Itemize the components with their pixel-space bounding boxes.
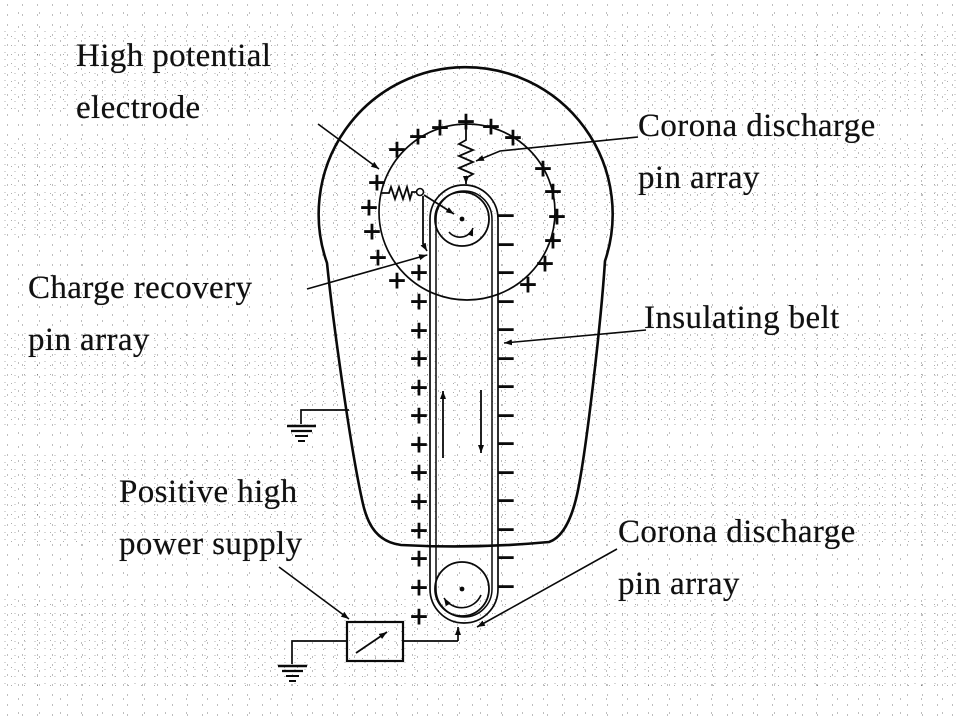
positive-charge-symbol: +	[409, 373, 430, 402]
label-line: Corona discharge	[618, 514, 856, 550]
leader-corona-bottom	[476, 548, 618, 628]
corona-resistor	[456, 124, 476, 184]
label-line: power supply	[119, 526, 303, 562]
positive-charge-symbol: +	[409, 401, 430, 430]
charge-recovery-pin-bar	[420, 196, 428, 252]
positive-charge-symbol: +	[518, 270, 539, 299]
negative-charge-symbol: −	[496, 458, 517, 487]
bottom-pulley	[434, 561, 490, 617]
positive-charge-symbol: +	[409, 602, 430, 631]
positive-charge-symbol: +	[503, 123, 524, 152]
label-corona-discharge-bottom: Corona discharge pin array	[618, 506, 856, 610]
top-pulley	[423, 191, 490, 247]
positive-charge-symbol: +	[547, 202, 568, 231]
negative-charge-symbol: −	[496, 372, 517, 401]
negative-charge-symbol: −	[496, 344, 517, 373]
negative-charge-symbol: −	[496, 429, 517, 458]
positive-charge-symbol: +	[409, 344, 430, 373]
positive-charge-symbol: +	[535, 249, 556, 278]
negative-charge-symbol: −	[496, 486, 517, 515]
recovery-pin-mount	[415, 187, 425, 197]
label-line: pin array	[618, 566, 740, 602]
positive-charge-symbol: +	[387, 266, 408, 295]
label-line: pin array	[638, 160, 760, 196]
positive-charge-symbol: +	[409, 287, 430, 316]
positive-charge-symbol: +	[456, 107, 477, 136]
positive-charge-symbol: +	[430, 113, 451, 142]
positive-charge-symbol: +	[409, 458, 430, 487]
ground-symbol-upper	[287, 409, 349, 442]
positive-charge-symbol: +	[409, 430, 430, 459]
positive-charge-symbol: +	[409, 573, 430, 602]
positive-charge-symbol: +	[368, 243, 389, 272]
label-charge-recovery: Charge recovery pin array	[28, 262, 252, 366]
high-potential-electrode-sphere	[378, 123, 556, 301]
label-line: Charge recovery	[28, 270, 253, 306]
label-high-potential-electrode: High potential electrode	[76, 30, 271, 134]
negative-charge-symbol: −	[496, 401, 517, 430]
insulating-belt-shape	[429, 184, 499, 624]
negative-charge-symbol: −	[496, 543, 517, 572]
generator-enclosure	[317, 65, 614, 548]
negative-charges: −−−−−−−−−−−−−−	[496, 201, 517, 601]
negative-charge-symbol: −	[496, 201, 517, 230]
negative-charge-symbol: −	[496, 258, 517, 287]
positive-charge-symbol: +	[409, 258, 430, 287]
positive-charge-symbol: +	[359, 193, 380, 222]
label-line: Insulating belt	[644, 300, 840, 336]
positive-charge-symbol: +	[481, 112, 502, 141]
negative-charge-symbol: −	[496, 315, 517, 344]
label-corona-discharge-top: Corona discharge pin array	[638, 100, 876, 204]
positive-charge-symbol: +	[362, 217, 383, 246]
positive-charge-symbol: +	[367, 168, 388, 197]
power-supply-box	[345, 620, 405, 663]
positive-charge-symbol: +	[409, 516, 430, 545]
positive-charge-symbol: +	[543, 177, 564, 206]
leader-power-supply	[278, 566, 350, 620]
positive-charge-symbol: +	[408, 122, 429, 151]
label-line: pin array	[28, 322, 150, 358]
recovery-resistor	[381, 183, 416, 203]
positive-charge-symbol: +	[409, 487, 430, 516]
negative-charge-symbol: −	[496, 515, 517, 544]
leader-charge-recovery	[306, 254, 428, 290]
positive-charge-symbol: +	[409, 544, 430, 573]
negative-charge-symbol: −	[496, 572, 517, 601]
ground-symbol-lower	[278, 640, 347, 682]
negative-charge-symbol: −	[496, 230, 517, 259]
label-line: High potential	[76, 38, 272, 74]
leader-high-potential-electrode	[317, 123, 380, 170]
label-line: electrode	[76, 90, 201, 126]
label-insulating-belt: Insulating belt	[644, 292, 840, 344]
positive-charge-symbol: +	[409, 316, 430, 345]
negative-charge-symbol: −	[496, 287, 517, 316]
leader-corona-top	[475, 136, 639, 162]
positive-charge-symbol: +	[543, 226, 564, 255]
label-line: Corona discharge	[638, 108, 876, 144]
positive-charges: ++++++++++++++++++++++++++++++	[359, 107, 568, 631]
positive-charge-symbol: +	[533, 154, 554, 183]
positive-charge-symbol: +	[387, 135, 408, 164]
label-positive-high-power-supply: Positive high power supply	[119, 466, 303, 570]
leader-insulating-belt	[503, 329, 647, 346]
label-line: Positive high	[119, 474, 298, 510]
